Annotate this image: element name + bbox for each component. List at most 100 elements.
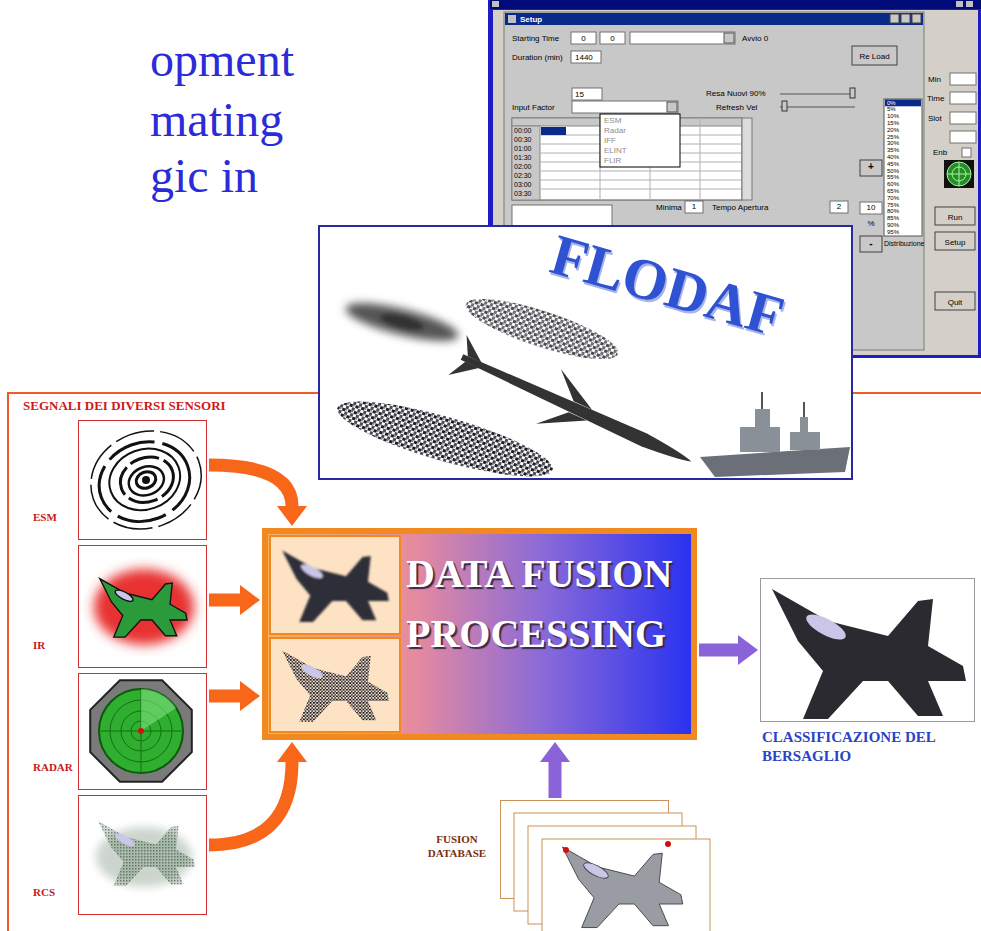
classified-aircraft-image [760,578,975,722]
sensor-box: IR [30,545,207,668]
sensor-box: RCS [30,795,207,915]
database-stack: FUSION DATABASE [415,800,715,931]
ui-text: + [868,160,874,174]
flow-arrow [209,681,260,711]
ui-text: Radar [604,126,626,136]
rcs-signal-image [78,795,207,915]
ui-text: Distribuzione [884,239,924,248]
ui-text: 35% [887,147,899,154]
database-cards [500,800,715,931]
ui-text: Slot [928,113,942,124]
ui-text: Time [927,93,944,104]
node-label: RCS [33,886,55,899]
ui-text: % [867,218,874,229]
ui-text: IFF [604,136,616,146]
ui-text: Min [928,74,941,85]
ui-text: 85% [887,215,899,222]
ui-text: 90% [887,222,899,229]
arrow-head [240,585,260,615]
ui-text: 50% [887,168,899,175]
ui-text: FLIR [604,156,621,166]
node-label: ESM [33,511,57,524]
ui-text: Avvio 0 [742,33,768,44]
ui-text: 45% [887,161,899,168]
ui-text: 15 [575,89,584,100]
ui-text: Minima [656,202,682,213]
ui-text: 95% [887,229,899,236]
ui-text: 01:30 [514,153,532,162]
ui-text: Quit [948,297,963,308]
ui-text: Re Load [859,51,889,62]
ui-text: 01:00 [514,144,532,153]
arrow-head [540,742,570,762]
arrow-shaft [209,465,292,506]
arrow-head [277,506,307,526]
sensor-box: ESM [30,420,207,540]
flow-arrow [699,635,758,665]
arrow-head [240,681,260,711]
ui-text: 80% [887,208,899,215]
ui-text: Duration (min) [512,52,563,63]
ui-text: 1440 [575,52,593,63]
flow-arrow [209,585,260,615]
title-fragment: mating [150,94,283,146]
ui-text: Run [948,212,963,223]
ui-text: 00:30 [514,135,532,144]
ui-text: Setup [945,237,966,248]
ui-text: 03:30 [514,189,532,198]
ui-text: ELINT [604,146,627,156]
ui-text: 75% [887,202,899,209]
ui-text: Setup [520,14,542,25]
arrow-head [738,635,758,665]
node-label: RADAR [33,761,73,774]
ui-text: Resa Nuovi 90% [706,88,766,99]
ui-text: 03:00 [514,180,532,189]
arrow-shaft [209,594,240,607]
ui-text: 1 [692,201,696,212]
sensor-box: RADAR [30,673,207,790]
title-panel: FLODAF [318,225,853,480]
ui-text: 0 [610,33,614,44]
ui-text: 20% [887,127,899,134]
ui-text: 5% [887,106,896,113]
node-label: IR [33,639,45,652]
node-label: CLASSIFICAZIONE DEL BERSAGLIO [762,728,975,766]
ui-text: Input Factor [512,102,555,113]
ui-text: 30% [887,140,899,147]
ui-text: 55% [887,174,899,181]
ui-text: 10 [867,202,876,213]
node-label: FUSION DATABASE [415,832,499,860]
arrow-shaft [699,644,738,657]
output-box: CLASSIFICAZIONE DEL BERSAGLIO [760,578,975,770]
ir-signal-image [78,545,207,668]
node-label: DATA FUSION PROCESSING [406,544,675,664]
ui-text: 02:30 [514,171,532,180]
arrow-head [277,742,307,762]
ui-text: 25% [887,134,899,141]
ui-text: 15% [887,120,899,127]
ui-text: 0 [581,33,585,44]
ui-text: 00:00 [514,126,532,135]
ui-text: 40% [887,154,899,161]
ui-text: Starting Time [512,33,559,44]
flow-arrow [209,742,307,845]
arrow-shaft [549,762,562,798]
ui-text: 0% [887,100,896,107]
ui-text: 02:00 [514,162,532,171]
ui-text: 70% [887,195,899,202]
flow-arrow [540,742,570,798]
ui-text: Tempo Apertura [712,202,768,213]
esm-signal-image [78,420,207,540]
ui-text: Refresh Vel [716,102,757,113]
arrow-shaft [209,690,240,703]
region-heading: SEGNALI DEI DIVERSI SENSORI [23,398,226,413]
ui-text: 65% [887,188,899,195]
flow-arrow [209,465,307,526]
process-box: DATA FUSION PROCESSING [262,528,697,740]
ui-text: ESM [604,116,621,126]
arrow-shaft [209,762,292,845]
ui-text: - [869,237,872,251]
ui-text: 2 [837,201,841,212]
radar-scope-image [78,673,207,790]
title-fragment: gic in [150,150,258,202]
